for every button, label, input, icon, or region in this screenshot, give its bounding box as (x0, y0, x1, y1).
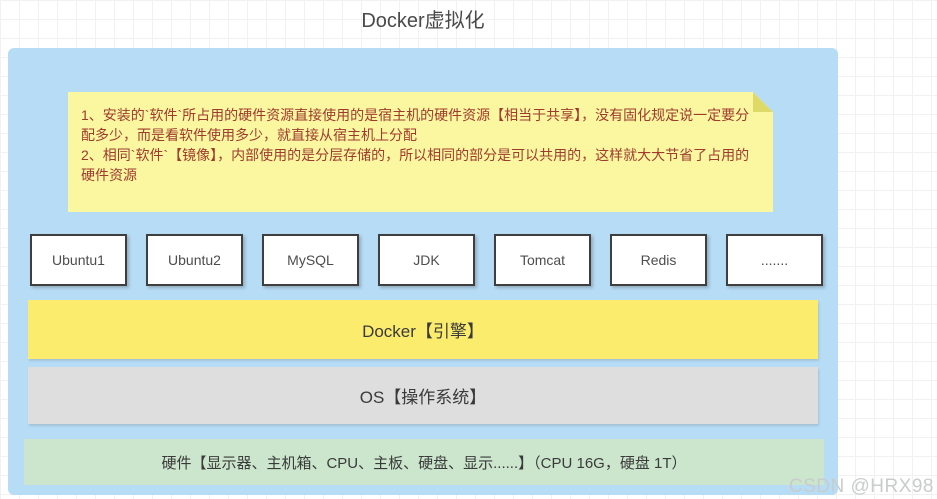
software-box-label: MySQL (287, 252, 334, 268)
note-line-2: 2、相同`软件`【镜像】，内部使用的是分层存储的，所以相同的部分是可以共用的，这… (81, 147, 750, 183)
software-box-mysql: MySQL (262, 234, 359, 286)
software-box-label: ....... (760, 252, 789, 268)
watermark: CSDN @HRX98 (788, 476, 934, 497)
hardware-label: 硬件【显示器、主机箱、CPU、主板、硬盘、显示......】（CPU 16G，硬… (161, 454, 687, 472)
hardware-layer: 硬件【显示器、主机箱、CPU、主板、硬盘、显示......】（CPU 16G，硬… (24, 439, 824, 485)
host-machine-container: 1、安装的`软件`所占用的硬件资源直接使用的是宿主机的硬件资源【相当于共享】，没… (8, 48, 838, 495)
note-line-1: 1、安装的`软件`所占用的硬件资源直接使用的是宿主机的硬件资源【相当于共享】，没… (81, 107, 750, 143)
os-layer: OS【操作系统】 (28, 367, 818, 424)
software-box-label: Ubuntu1 (52, 252, 105, 268)
software-box-jdk: JDK (378, 234, 475, 286)
software-box-label: Tomcat (519, 252, 566, 268)
software-box-ubuntu2: Ubuntu2 (146, 234, 243, 286)
note-fold-corner (753, 92, 773, 112)
os-label: OS【操作系统】 (359, 388, 487, 407)
software-box-redis: Redis (610, 234, 707, 286)
diagram-title: Docker虚拟化 (361, 10, 485, 32)
software-box-label: Ubuntu2 (168, 252, 221, 268)
note-text: 1、安装的`软件`所占用的硬件资源直接使用的是宿主机的硬件资源【相当于共享】，没… (68, 92, 773, 185)
software-box-label: JDK (413, 252, 440, 268)
software-box-label: Redis (640, 252, 677, 268)
docker-engine-layer: Docker【引擎】 (28, 300, 818, 359)
docker-engine-label: Docker【引擎】 (362, 322, 484, 341)
sticky-note: 1、安装的`软件`所占用的硬件资源直接使用的是宿主机的硬件资源【相当于共享】，没… (68, 92, 773, 212)
software-box-more: ....... (726, 234, 823, 286)
software-boxes-row: Ubuntu1 Ubuntu2 MySQL JDK Tomcat Redis....... (30, 234, 823, 286)
software-box-tomcat: Tomcat (494, 234, 591, 286)
software-box-ubuntu1: Ubuntu1 (30, 234, 127, 286)
